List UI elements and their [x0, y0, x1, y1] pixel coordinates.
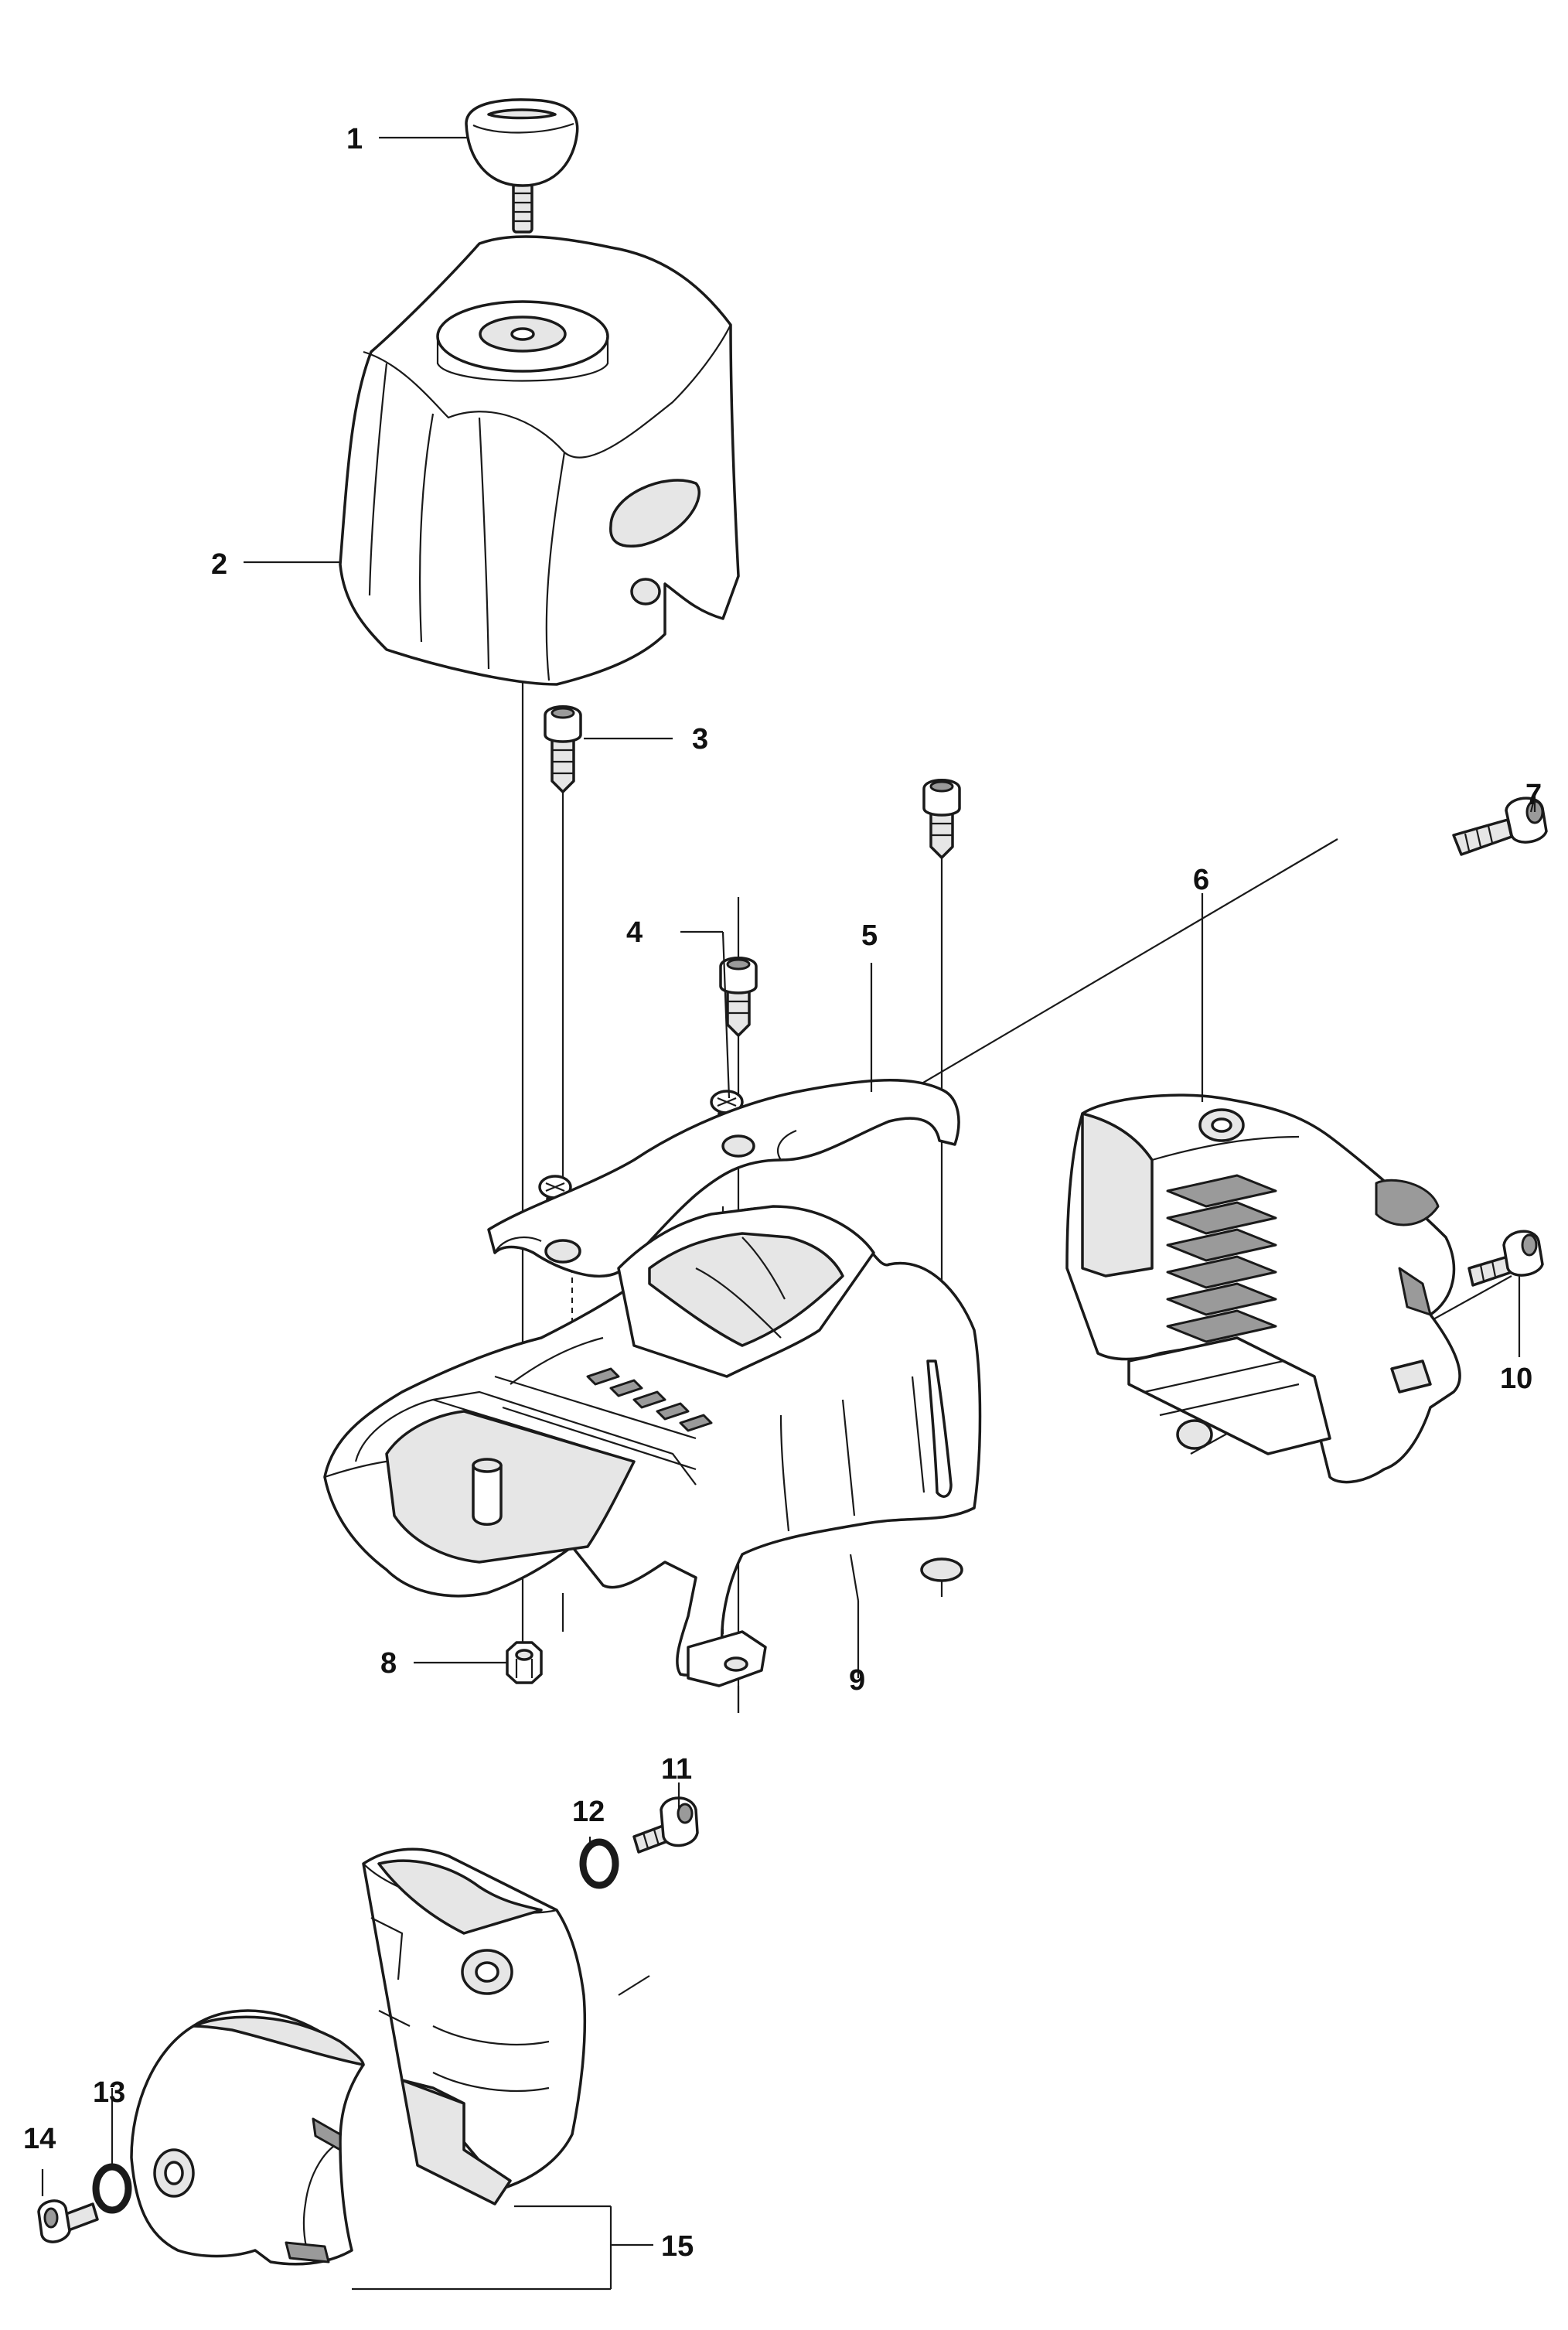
part-10-screw	[1467, 1230, 1544, 1287]
part-9-housing	[323, 1205, 982, 1687]
callout-10: 10	[1500, 1363, 1532, 1395]
part-6-cylinder-cover	[1065, 1093, 1461, 1484]
part-1-knob	[465, 98, 579, 234]
callout-15: 15	[661, 2230, 694, 2263]
callout-7: 7	[1525, 779, 1542, 811]
callout-11: 11	[661, 1753, 692, 1786]
part-13-o-ring	[92, 2163, 132, 2214]
part-12-o-ring	[579, 1838, 619, 1889]
callout-5: 5	[861, 919, 878, 952]
part-11-bolt	[632, 1796, 699, 1854]
callout-9: 9	[849, 1664, 865, 1697]
callout-8: 8	[380, 1647, 397, 1680]
part-3-screws	[544, 705, 961, 1037]
callout-1: 1	[346, 123, 363, 155]
part-2-top-cover	[339, 235, 740, 686]
callout-13: 13	[93, 2076, 125, 2109]
leader-lines	[41, 136, 1536, 2291]
part-8-nut	[506, 1641, 543, 1684]
part-7-screw	[1452, 797, 1548, 856]
screw-3b	[719, 957, 758, 1037]
callout-4: 4	[626, 916, 643, 949]
callout-6: 6	[1193, 864, 1209, 896]
part-14-screw	[37, 2199, 99, 2243]
callout-labels: 1 2 3 4 5 6 7 8 9 10 11 12 13 14 15	[23, 123, 1542, 2263]
part-15-cover-assembly	[130, 1847, 587, 2266]
callout-2: 2	[211, 548, 227, 581]
screw-3a	[544, 705, 582, 793]
callout-14: 14	[23, 2123, 56, 2155]
callout-12: 12	[572, 1796, 605, 1828]
callout-3: 3	[692, 723, 708, 756]
screw-3c	[922, 779, 961, 859]
